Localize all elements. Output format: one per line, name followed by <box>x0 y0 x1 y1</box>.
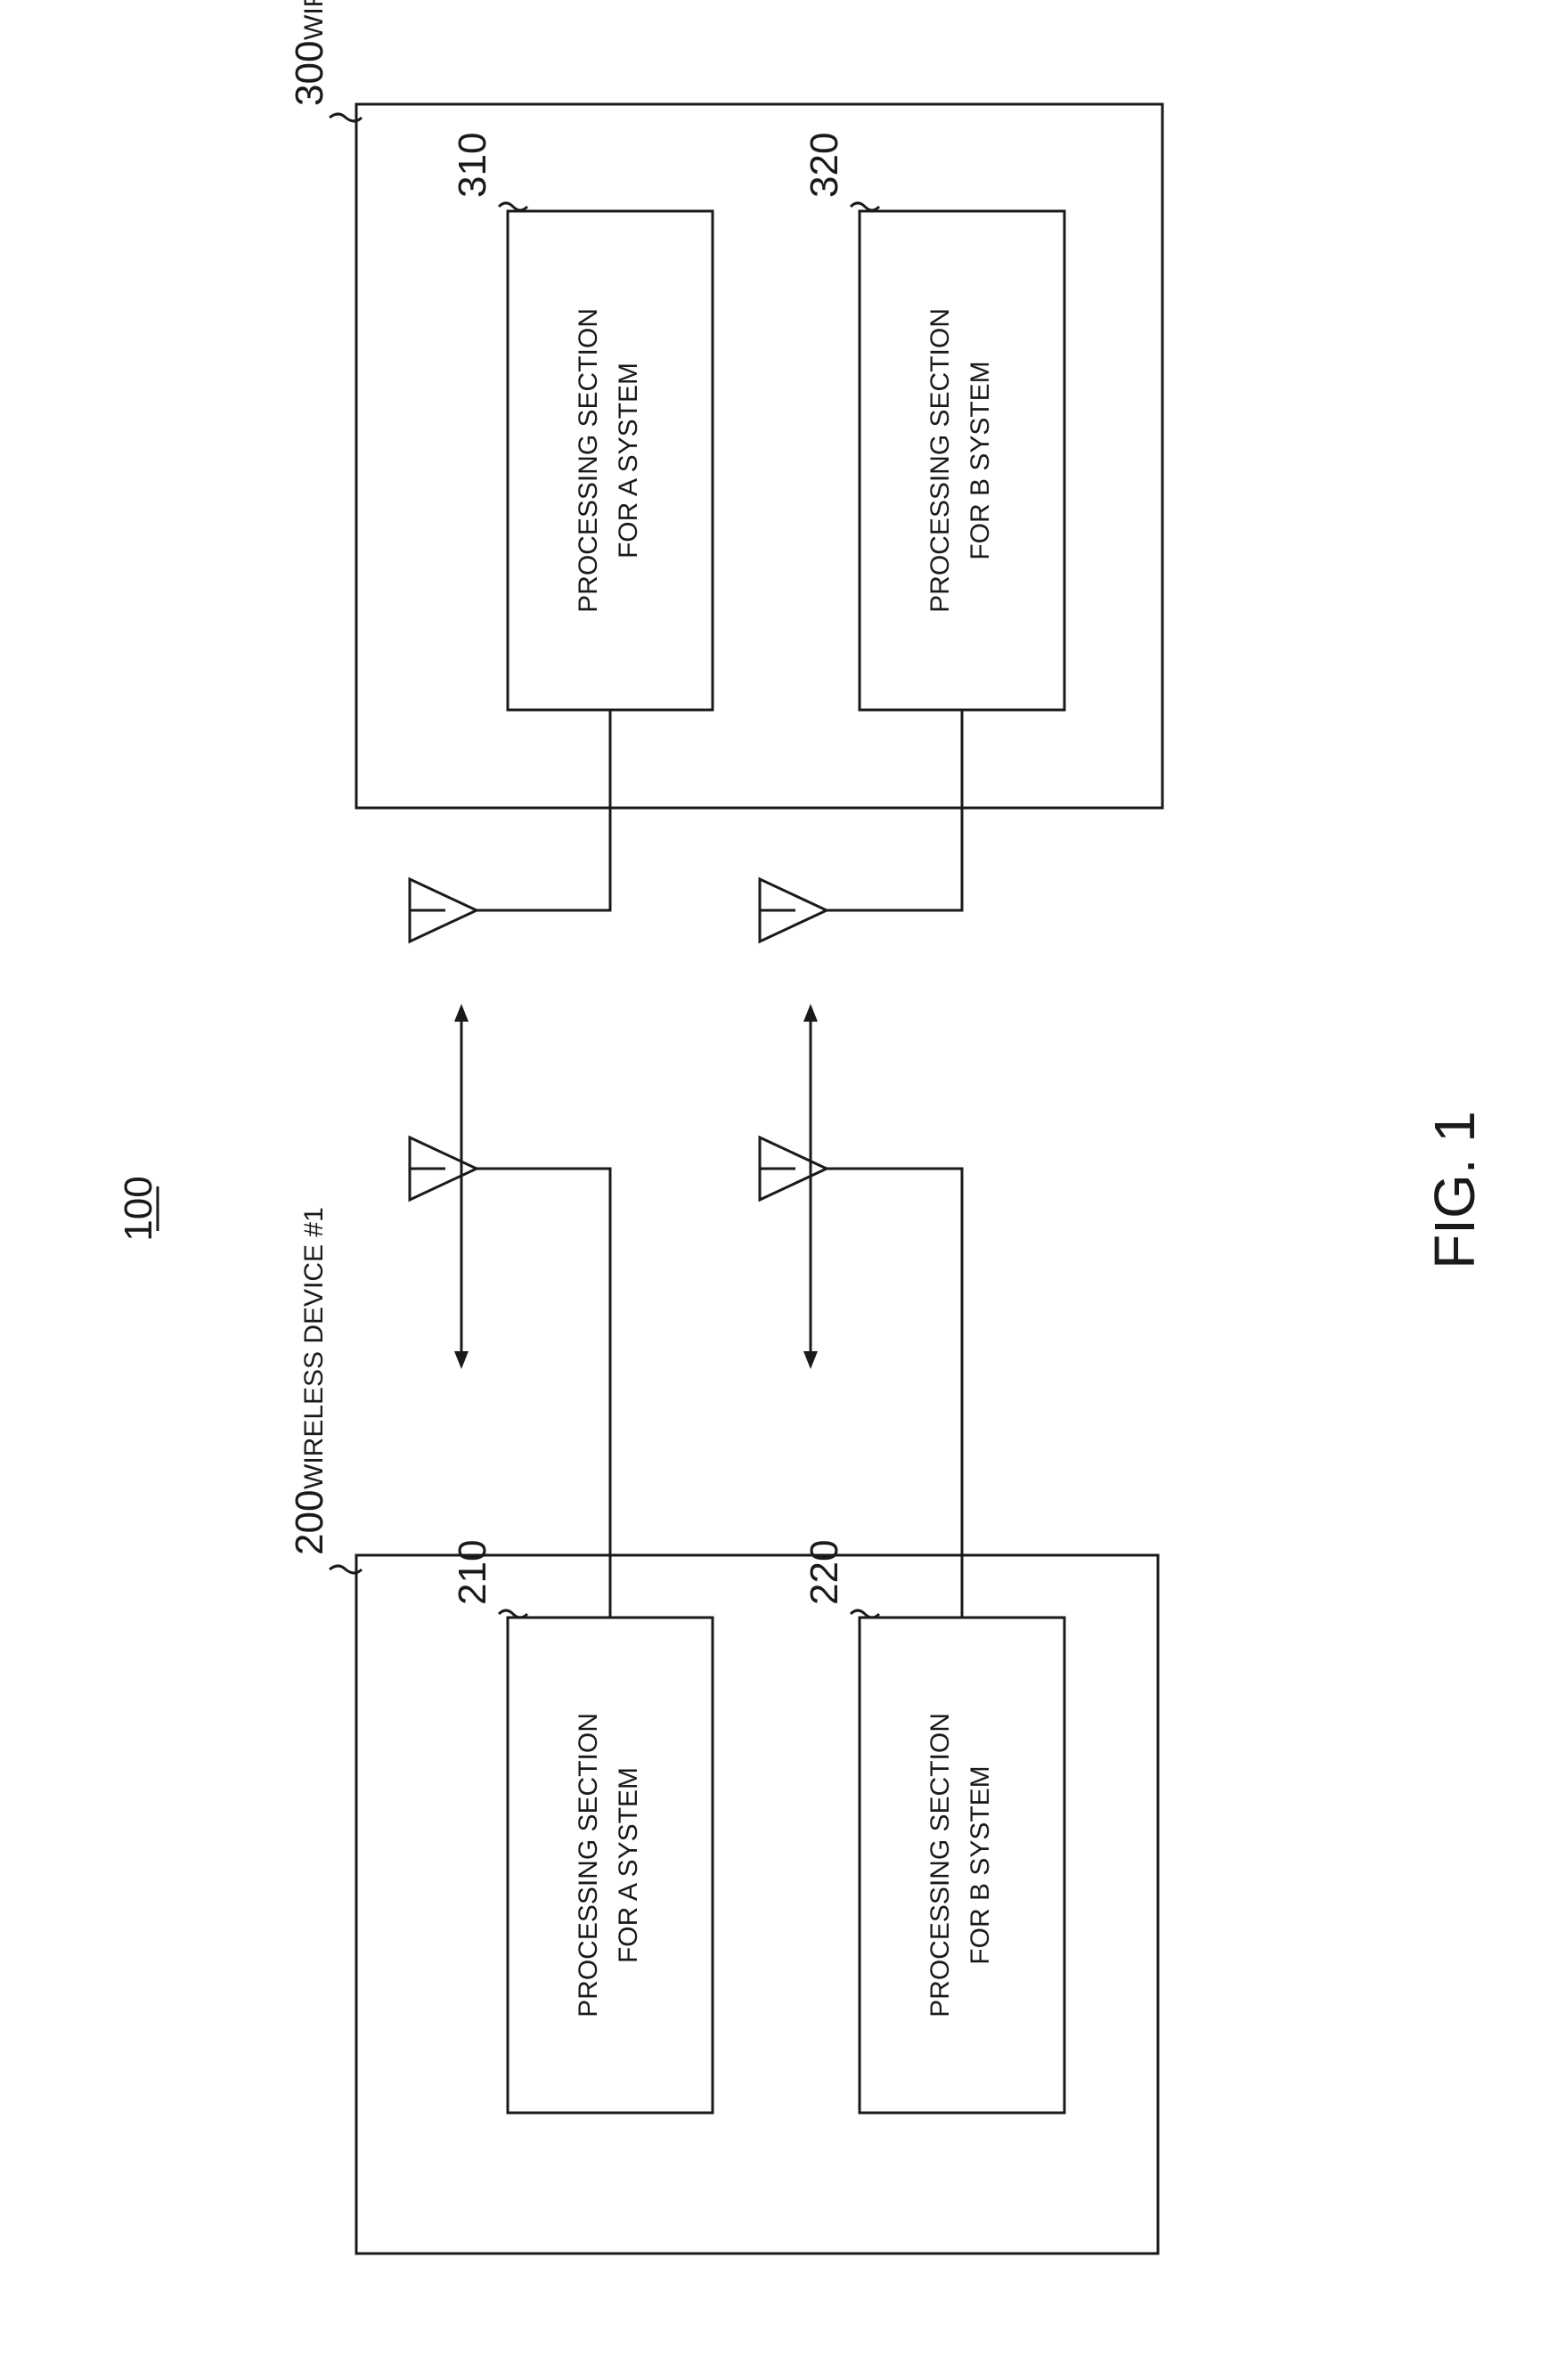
section-220-ref: 220 <box>803 1540 846 1605</box>
device-2-ref: 300 <box>288 41 331 106</box>
link-b-arrowhead-right <box>803 1004 818 1022</box>
device-2-label: WIRELESS DEVICE #2 <box>299 0 329 40</box>
processing-section-220 <box>860 1618 1064 2113</box>
link-b-arrowhead-left <box>803 1351 818 1369</box>
section-320-line1: PROCESSING SECTION <box>925 308 955 613</box>
connector-210-antenna <box>477 1169 610 1618</box>
connector-220-antenna <box>827 1169 962 1618</box>
section-320-ref: 320 <box>803 133 846 198</box>
device-1-ref: 200 <box>288 1490 331 1555</box>
link-a-arrowhead-left <box>454 1351 469 1369</box>
section-210-ref: 210 <box>451 1540 494 1605</box>
processing-section-310 <box>508 211 713 710</box>
section-310-line2: FOR A SYSTEM <box>614 363 643 558</box>
section-320-line2: FOR B SYSTEM <box>966 361 995 559</box>
section-310-line1: PROCESSING SECTION <box>574 308 603 613</box>
section-210-line2: FOR A SYSTEM <box>614 1767 643 1963</box>
processing-section-210 <box>508 1618 713 2113</box>
section-220-line1: PROCESSING SECTION <box>925 1713 955 2017</box>
link-a-arrowhead-right <box>454 1004 469 1022</box>
figure-caption: FIG. 1 <box>1422 1111 1487 1269</box>
section-310-ref: 310 <box>451 133 494 198</box>
section-220-line2: FOR B SYSTEM <box>966 1765 995 1964</box>
processing-section-320 <box>860 211 1064 710</box>
figure-ref: 100 <box>117 1176 160 1241</box>
device-1-label: WIRELESS DEVICE #1 <box>299 1207 329 1489</box>
section-210-line1: PROCESSING SECTION <box>574 1713 603 2017</box>
